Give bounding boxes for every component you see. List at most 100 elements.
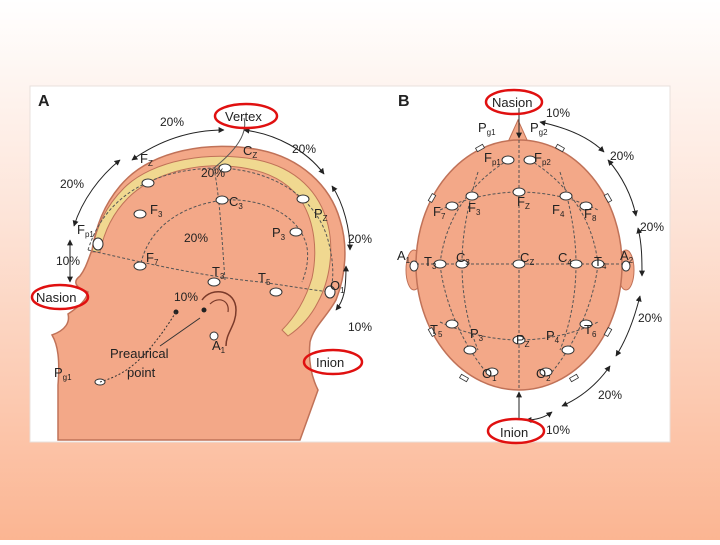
pct-a-9: 10% bbox=[348, 320, 372, 334]
electrode-b-t3 bbox=[433, 259, 447, 269]
electrode-b-fp1 bbox=[501, 155, 515, 165]
arc-b-top bbox=[539, 120, 605, 153]
arc-a-left bbox=[72, 159, 121, 227]
pct-b-5: 20% bbox=[598, 388, 622, 402]
electrode-b-c3 bbox=[455, 259, 469, 269]
vertex-highlight bbox=[213, 102, 279, 130]
nasion-label-b: Nasion bbox=[492, 95, 532, 110]
pct-a-5: 20% bbox=[184, 231, 208, 245]
pct-b-6: 10% bbox=[546, 423, 570, 437]
label-a-pz: PZ bbox=[314, 206, 328, 223]
electrode-fp1 bbox=[92, 237, 104, 251]
arc-a-right bbox=[331, 185, 353, 251]
label-b-fp1: Fp1 bbox=[484, 150, 501, 167]
electrode-b-f3 bbox=[465, 191, 479, 201]
ear-to-ear-line bbox=[213, 117, 246, 169]
tab-b-1 bbox=[474, 143, 486, 153]
label-b-p4: P4 bbox=[546, 328, 560, 345]
label-b-f7: F7 bbox=[433, 204, 446, 221]
tab-b-3 bbox=[427, 192, 437, 204]
pct-a-7: 10% bbox=[56, 254, 80, 268]
label-a-a1: A1 bbox=[212, 338, 226, 355]
tab-b-7 bbox=[458, 373, 470, 383]
preauricular-dot-2 bbox=[201, 307, 207, 313]
pct-a-1: 20% bbox=[160, 115, 184, 129]
label-b-pg1: Pg1 bbox=[478, 120, 496, 137]
tab-b-6 bbox=[603, 326, 613, 338]
label-a-t3: T3 bbox=[212, 264, 225, 281]
panel-b-letter: B bbox=[398, 93, 410, 110]
pct-b-2: 20% bbox=[610, 149, 634, 163]
label-b-p3: P3 bbox=[470, 326, 484, 343]
electrode-b-o2 bbox=[539, 367, 553, 377]
label-b-c4: C4 bbox=[558, 250, 572, 267]
electrode-pz bbox=[296, 194, 310, 204]
electrode-o1 bbox=[324, 285, 336, 299]
arc-a-top-right bbox=[243, 127, 325, 175]
electrode-b-a2 bbox=[621, 260, 631, 272]
electrode-b-a1 bbox=[409, 260, 419, 272]
label-a-p3: P3 bbox=[272, 225, 286, 242]
label-a-pg1: Pg1 bbox=[54, 365, 72, 382]
label-a-f3: F3 bbox=[150, 202, 163, 219]
label-a-t5: T5 bbox=[258, 270, 271, 287]
pct-a-2: 20% bbox=[292, 142, 316, 156]
label-a-cz: CZ bbox=[243, 143, 257, 160]
arc-b-lower-right bbox=[615, 295, 642, 357]
panel-a-letter: A bbox=[38, 93, 50, 110]
label-a-f7: F7 bbox=[146, 250, 159, 267]
pct-a-4: 20% bbox=[60, 177, 84, 191]
electrode-b-p4 bbox=[561, 345, 575, 355]
label-b-cz: CZ bbox=[520, 250, 534, 267]
preauricular-label-1: Preaurical bbox=[110, 346, 169, 361]
electrode-b-t5 bbox=[445, 319, 459, 329]
label-b-t6: T6 bbox=[584, 322, 597, 339]
electrode-f3 bbox=[133, 209, 147, 219]
electrode-b-t6 bbox=[579, 319, 593, 329]
electrode-b-fp2 bbox=[523, 155, 537, 165]
label-b-c3: C3 bbox=[456, 250, 470, 267]
label-a-fp1: Fp1 bbox=[77, 222, 94, 239]
electrode-b-c4 bbox=[569, 259, 583, 269]
electrode-b-f7 bbox=[445, 201, 459, 211]
pct-b-4: 20% bbox=[638, 311, 662, 325]
label-b-a2: A2 bbox=[620, 248, 634, 265]
panel-b: B bbox=[397, 88, 664, 445]
horizontal-line bbox=[87, 249, 331, 293]
pct-a-3: 20% bbox=[201, 166, 225, 180]
arc-b-upper-right bbox=[607, 159, 638, 217]
arc-b-bottom-right bbox=[561, 365, 611, 407]
electrode-cz bbox=[218, 163, 232, 173]
electrode-c3 bbox=[215, 195, 229, 205]
inion-label-b: Inion bbox=[500, 425, 528, 440]
inion-label-a: Inion bbox=[316, 355, 344, 370]
electrode-b-o1 bbox=[485, 367, 499, 377]
pct-b-3: 20% bbox=[640, 220, 664, 234]
pct-a-8: 10% bbox=[174, 290, 198, 304]
ear-inner bbox=[209, 299, 229, 313]
arc-b-mid-right bbox=[636, 227, 645, 277]
electrode-fz bbox=[141, 178, 155, 188]
preauricular-pointer bbox=[159, 317, 201, 347]
nasion-label-a: Nasion bbox=[36, 290, 76, 305]
label-b-pz: PZ bbox=[516, 332, 530, 349]
label-b-f8: F8 bbox=[584, 206, 597, 223]
ear bbox=[201, 290, 237, 347]
label-b-pg2: Pg2 bbox=[530, 120, 548, 137]
vertex-label: Vertex bbox=[225, 109, 262, 124]
nasion-highlight-a bbox=[30, 283, 90, 311]
electrode-b-t4 bbox=[591, 259, 605, 269]
label-b-t5: T5 bbox=[430, 322, 443, 339]
inion-highlight-b bbox=[486, 417, 546, 445]
label-b-fz: FZ bbox=[517, 194, 530, 211]
label-b-o2: O2 bbox=[536, 366, 551, 383]
electrode-b-pz bbox=[512, 335, 526, 345]
arc-a-top-left bbox=[131, 127, 225, 161]
label-a-o1: O1 bbox=[330, 278, 345, 295]
electrode-b-fz bbox=[512, 187, 526, 197]
electrode-t3 bbox=[207, 277, 221, 287]
electrode-p3 bbox=[289, 227, 303, 237]
label-b-t4: T4 bbox=[594, 254, 607, 271]
electrode-f7 bbox=[133, 261, 147, 271]
